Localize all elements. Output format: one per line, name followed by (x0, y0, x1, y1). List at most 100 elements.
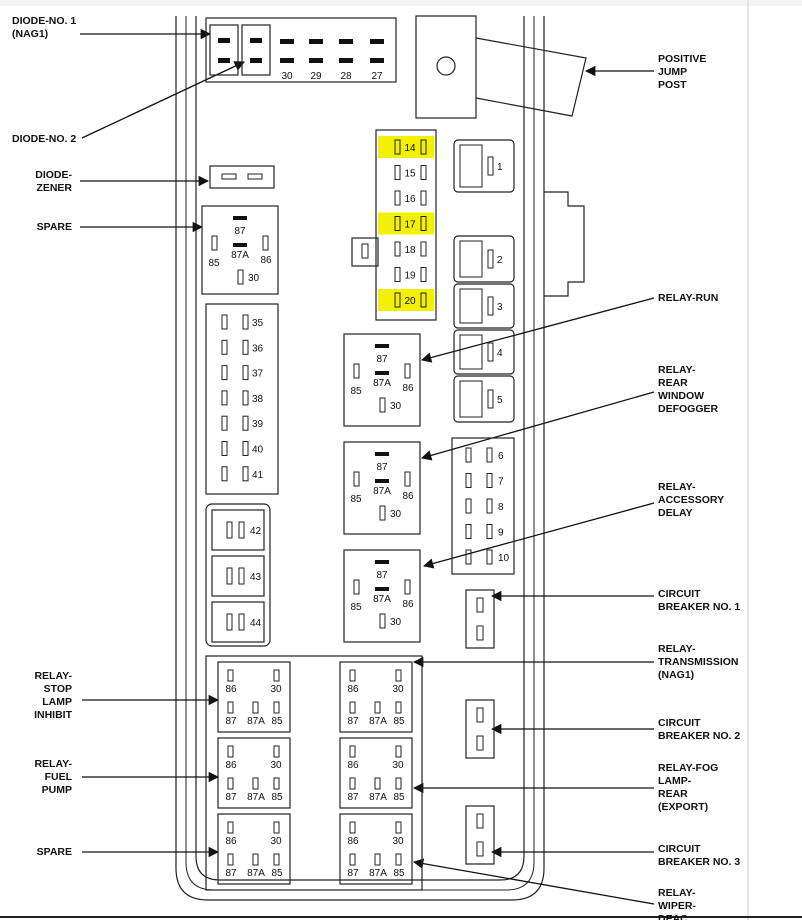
mini-relay-pin-label: 85 (271, 868, 283, 879)
mini-relay-pin-label: 30 (392, 836, 404, 847)
top-fuse-pin (309, 39, 323, 44)
right-small-fuse-pin (486, 473, 493, 488)
mini-relay-pin-label: 87A (247, 868, 265, 879)
top-fuse-pin (370, 39, 384, 44)
right-small-fuse-pin (465, 549, 472, 565)
mini-relay-pin (252, 853, 259, 866)
relay-pin (233, 216, 247, 220)
mini-relay-pin (227, 701, 234, 714)
label-line: BREAKER NO. 3 (658, 856, 740, 868)
spare-relay-top-pin-label: 87A (231, 250, 249, 261)
mini-relay-pin (349, 701, 356, 714)
relay-accessory-delay-pin-label: 87A (373, 594, 391, 605)
left-fuse-pin (221, 365, 228, 381)
label-line: LAMP (42, 696, 72, 708)
label-diode-no1: DIODE-NO. 1(NAG1) (12, 15, 76, 40)
right-large-fuse-label: 1 (497, 162, 503, 173)
label-line: POSITIVE (658, 53, 706, 65)
top-fuse-label: 29 (310, 71, 322, 82)
mini-relay-pin (252, 701, 259, 714)
large-fuse-pin (238, 567, 245, 585)
relay-pin (375, 452, 389, 456)
relay-pin (379, 505, 386, 521)
large-fuse-pin (226, 613, 233, 631)
label-diode-no2: DIODE-NO. 2 (12, 133, 76, 145)
label-line: RELAY- (34, 758, 72, 770)
right-large-fuse-pin (487, 389, 494, 409)
relay-pin (375, 371, 389, 375)
relay-fog-lamp-rear-socket (339, 737, 413, 809)
mini-relay-pin-label: 30 (392, 760, 404, 771)
circuit-breaker-2 (465, 699, 495, 759)
center-fuse-pin (394, 267, 401, 282)
label-line: RELAY- (658, 643, 696, 655)
relay-defogger-pin-label: 87 (376, 462, 388, 473)
center-fuse-pin (420, 165, 427, 180)
mini-relay-pin (273, 777, 280, 790)
top-fuse-label: 30 (281, 71, 293, 82)
label-line: TRANSMISSION (658, 656, 739, 668)
right-large-fuse-pin (487, 296, 494, 316)
large-fuse-pin (238, 613, 245, 631)
large-fuse-socket (211, 555, 265, 597)
left-fuse-pin (242, 339, 249, 355)
highlight-mark (378, 212, 434, 235)
relay-pin (375, 560, 389, 564)
mini-relay-pin (273, 701, 280, 714)
mini-relay-pin (395, 701, 402, 714)
center-fuse-label: 17 (404, 220, 416, 231)
top-fuse-pin (339, 58, 353, 63)
left-fuse-label: 35 (252, 318, 264, 329)
relay-defogger-pin-label: 87A (373, 486, 391, 497)
highlight-mark (378, 136, 434, 158)
large-fuse-pin (238, 521, 245, 539)
left-fuse-label: 41 (252, 470, 264, 481)
spare-relay-top-pin-label: 87 (234, 226, 246, 237)
label-line: (EXPORT) (658, 801, 708, 813)
mini-relay-pin-label: 85 (393, 792, 405, 803)
left-fuse-pin (221, 314, 228, 330)
mini-relay-pin-label: 87 (225, 716, 237, 727)
mini-relay-pin (349, 745, 356, 758)
right-large-fuse-label: 3 (497, 302, 503, 313)
mini-relay-pin (273, 745, 280, 758)
right-small-fuse-label: 6 (498, 451, 504, 462)
right-large-fuse-label: 2 (497, 255, 503, 266)
label-line: POST (658, 79, 687, 91)
left-fuse-label: 40 (252, 445, 264, 456)
right-small-fuse-pin (465, 473, 472, 488)
mini-relay-pin-label: 86 (347, 836, 359, 847)
relay-pin (262, 235, 269, 251)
left-fuse-pin (242, 415, 249, 431)
label-line: STOP (44, 683, 72, 695)
label-line: INHIBIT (34, 709, 73, 721)
relay-run-pin-label: 87 (376, 354, 388, 365)
left-fuse-pin (221, 441, 228, 456)
mini-relay-pin-label: 87 (225, 868, 237, 879)
top-fuse-label: 28 (340, 71, 352, 82)
label-line: DEAC (658, 913, 688, 920)
circuit-breaker-1 (465, 589, 495, 649)
relay-pin (211, 235, 218, 251)
right-small-fuse-label: 7 (498, 477, 504, 488)
center-fuse-label: 16 (404, 194, 416, 205)
mini-relay-pin-label: 85 (393, 868, 405, 879)
mini-relay-pin-label: 85 (271, 716, 283, 727)
mini-relay-pin (273, 821, 280, 834)
label-line: JUMP (658, 66, 687, 78)
top-fuse-pin (280, 39, 294, 44)
relay-pin (404, 471, 411, 487)
mini-relay-pin (349, 777, 356, 790)
mini-relay-pin (395, 777, 402, 790)
left-fuse-label: 39 (252, 419, 264, 430)
relay-pin (404, 363, 411, 379)
top-fuse-pin (370, 58, 384, 63)
center-fuse-pin (420, 216, 427, 231)
label-line: RELAY- (658, 364, 696, 376)
